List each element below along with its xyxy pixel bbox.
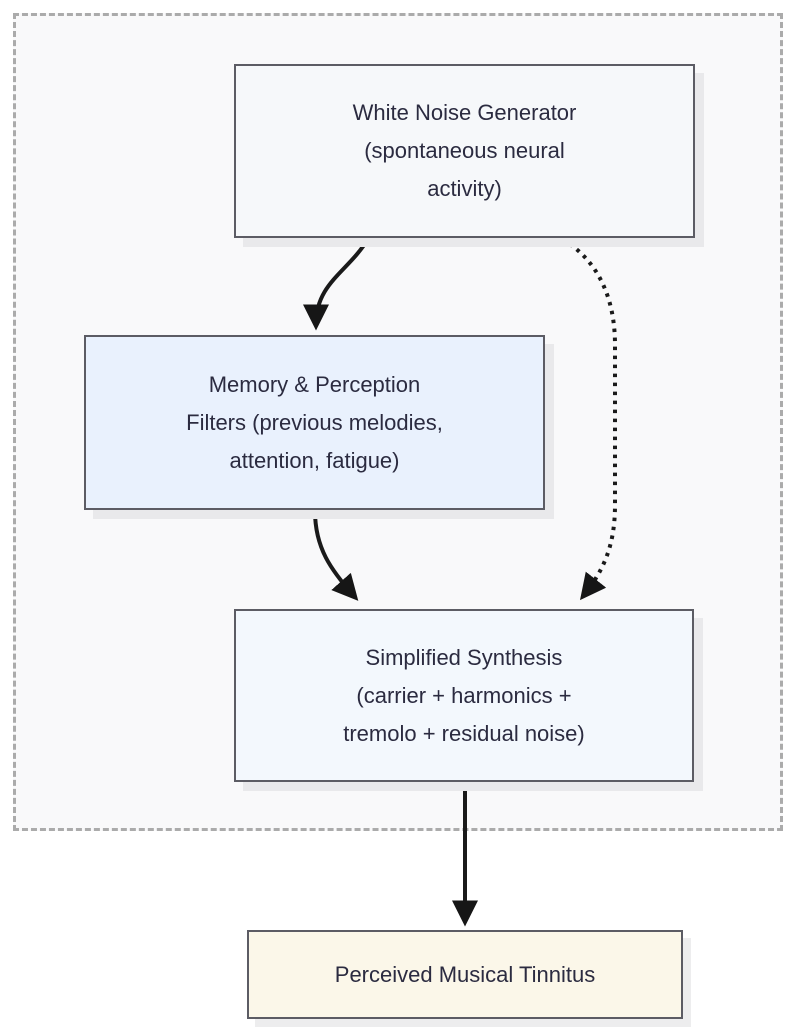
node-memory-perception-filters-label: Memory & Perception Filters (previous me… [186, 371, 443, 473]
node-simplified-synthesis-label: Simplified Synthesis (carrier + harmonic… [343, 644, 585, 746]
node-simplified-synthesis: Simplified Synthesis (carrier + harmonic… [234, 609, 694, 782]
node-white-noise-generator-label: White Noise Generator (spontaneous neura… [352, 100, 577, 201]
node-white-noise-generator: White Noise Generator (spontaneous neura… [234, 64, 695, 238]
node-memory-perception-filters: Memory & Perception Filters (previous me… [84, 335, 545, 510]
node-perceived-musical-tinnitus: Perceived Musical Tinnitus [247, 930, 683, 1019]
node-perceived-musical-tinnitus-label: Perceived Musical Tinnitus [334, 961, 596, 987]
